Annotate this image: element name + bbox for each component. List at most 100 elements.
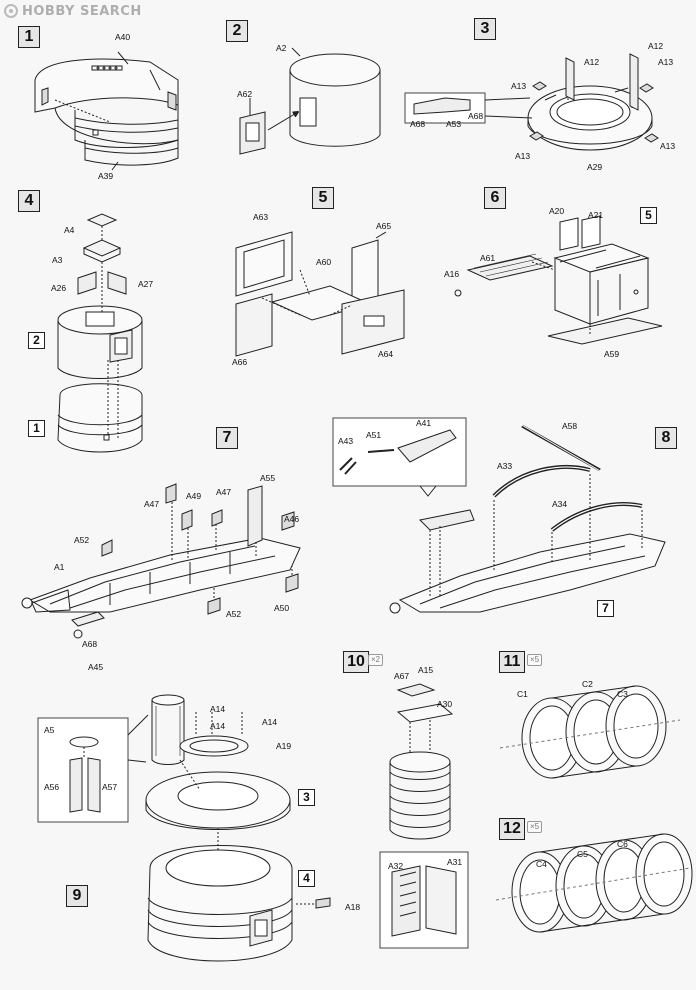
ref-step-3: 3 — [298, 789, 315, 806]
part-label: A52 — [74, 535, 90, 545]
hobby-search-logo-icon — [4, 4, 18, 18]
step-9-number: 9 — [66, 885, 88, 907]
part-label: A3 — [52, 255, 63, 265]
step-12-drawing — [495, 833, 693, 933]
part-label: A1 — [54, 562, 65, 572]
part-label: A47 — [216, 487, 232, 497]
part-label: A64 — [378, 349, 394, 359]
step-12-number: 12 — [499, 818, 525, 840]
part-label: C3 — [617, 689, 628, 699]
step-2-drawing — [239, 47, 381, 155]
step-11-number: 11 — [499, 651, 525, 673]
part-label: A59 — [604, 349, 620, 359]
step-7-drawing — [21, 483, 301, 639]
step-8-number: 8 — [655, 427, 677, 449]
part-label: A55 — [260, 473, 276, 483]
step-10-drawing — [379, 683, 469, 949]
part-label: A46 — [284, 514, 300, 524]
part-label: A27 — [138, 279, 154, 289]
step-12-quantity: ×5 — [527, 821, 543, 833]
part-label: A45 — [88, 662, 104, 672]
step-4-number: 4 — [18, 190, 40, 212]
part-label: A58 — [562, 421, 578, 431]
part-label: A50 — [274, 603, 290, 613]
step-8-drawing — [332, 417, 666, 614]
ref-step-2: 2 — [28, 332, 45, 349]
watermark-text: HOBBY SEARCH — [22, 3, 142, 19]
step-9-drawing — [37, 694, 331, 962]
part-label: A39 — [98, 171, 114, 181]
ref-step-5: 5 — [640, 207, 657, 224]
part-label: A14 — [210, 721, 226, 731]
ref-step-4: 4 — [298, 870, 315, 887]
step-11-quantity: ×5 — [527, 654, 543, 666]
part-label: A29 — [587, 162, 603, 172]
part-label: A56 — [44, 782, 60, 792]
part-label: C1 — [517, 689, 528, 699]
part-label: A18 — [345, 902, 361, 912]
step-6-number: 6 — [484, 187, 506, 209]
step-2-number: 2 — [226, 20, 248, 42]
step-1-drawing — [34, 51, 179, 171]
part-label: A13 — [658, 57, 674, 67]
part-label: A53 — [446, 119, 462, 129]
part-label: A30 — [437, 699, 453, 709]
part-label: A67 — [394, 671, 410, 681]
part-label: A43 — [338, 436, 354, 446]
step-10-number: 10 — [343, 651, 369, 673]
part-label: A5 — [44, 725, 55, 735]
part-label: C2 — [582, 679, 593, 689]
part-label: A12 — [584, 57, 600, 67]
part-label: A61 — [480, 253, 496, 263]
step-1-number: 1 — [18, 26, 40, 48]
step-6-drawing — [454, 215, 663, 345]
part-label: A63 — [253, 212, 269, 222]
part-label: A26 — [51, 283, 67, 293]
step-5-number: 5 — [312, 187, 334, 209]
ref-step-7: 7 — [597, 600, 614, 617]
part-label: A66 — [232, 357, 248, 367]
part-label: A41 — [416, 418, 432, 428]
part-label: A4 — [64, 225, 75, 235]
step-7-number: 7 — [216, 427, 238, 449]
ref-step-1: 1 — [28, 420, 45, 437]
part-label: A14 — [210, 704, 226, 714]
part-label: A52 — [226, 609, 242, 619]
part-label: A62 — [237, 89, 253, 99]
watermark: HOBBY SEARCH — [4, 3, 142, 19]
part-label: A65 — [376, 221, 392, 231]
part-label: C6 — [617, 839, 628, 849]
part-label: A40 — [115, 32, 131, 42]
step-5-drawing — [235, 231, 405, 357]
part-label: A57 — [102, 782, 118, 792]
part-label: A16 — [444, 269, 460, 279]
part-label: A51 — [366, 430, 382, 440]
part-label: A31 — [447, 857, 463, 867]
step-3-number: 3 — [474, 18, 496, 40]
part-label: A13 — [515, 151, 531, 161]
part-label: A60 — [316, 257, 332, 267]
step-11-drawing — [499, 685, 681, 779]
step-3-drawing — [404, 53, 659, 151]
part-label: A13 — [511, 81, 527, 91]
part-label: A68 — [82, 639, 98, 649]
part-label: A47 — [144, 499, 160, 509]
part-label: A14 — [262, 717, 278, 727]
part-label: A32 — [388, 861, 404, 871]
part-label: A19 — [276, 741, 292, 751]
part-label: A13 — [660, 141, 676, 151]
part-label: A21 — [588, 210, 604, 220]
part-label: A12 — [648, 41, 664, 51]
part-label: A34 — [552, 499, 568, 509]
step-10-quantity: ×2 — [368, 654, 384, 666]
part-label: A68 — [468, 111, 484, 121]
part-label: A15 — [418, 665, 434, 675]
part-label: A68 — [410, 119, 426, 129]
step-4-drawing — [57, 213, 143, 453]
part-label: C5 — [577, 849, 588, 859]
part-label: A2 — [276, 43, 287, 53]
part-label: A49 — [186, 491, 202, 501]
part-label: A20 — [549, 206, 565, 216]
